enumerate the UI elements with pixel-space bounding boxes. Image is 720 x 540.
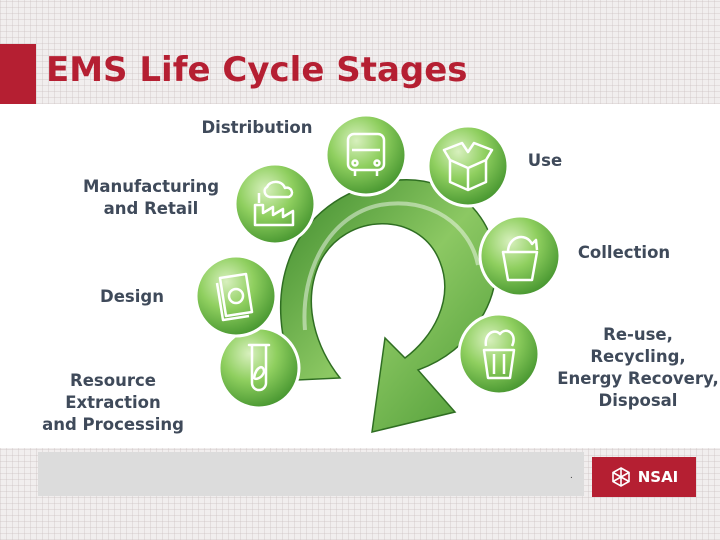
stage-label-design: Design — [100, 287, 164, 306]
page-title: EMS Life Cycle Stages — [46, 50, 468, 90]
nsai-logo: NSAI — [592, 457, 696, 497]
stage-label-use: Use — [527, 151, 563, 170]
collection-bin-icon — [501, 235, 539, 282]
title-accent-bar — [0, 44, 36, 104]
open-box-icon — [442, 141, 494, 192]
stage-circle-use — [426, 124, 510, 208]
footer-dot: . — [570, 470, 573, 481]
stage-circle-collection — [478, 214, 562, 298]
stage-circle-design — [194, 254, 278, 338]
nsai-logo-mark — [611, 467, 630, 487]
design-document-icon — [215, 272, 254, 322]
stage-label-distribution: Distribution — [201, 118, 313, 137]
recycle-bin-icon — [482, 329, 516, 380]
factory-icon — [253, 180, 295, 227]
test-tube-leaf-icon — [247, 343, 271, 392]
stage-label-reuse-recycling: Re-use, Recycling, Energy Recovery, Disp… — [557, 325, 719, 410]
bus-icon — [346, 132, 386, 176]
stage-circle-distribution — [324, 113, 408, 197]
footer-bar — [38, 452, 584, 496]
stage-label-resource-extraction: Resource Extraction and Processing — [42, 371, 184, 434]
nsai-logo-text: NSAI — [637, 468, 679, 486]
stage-label-collection: Collection — [577, 243, 671, 262]
stage-circle-reuse-recycling — [457, 312, 541, 396]
stage-circle-manufacturing — [233, 162, 317, 246]
header-band — [0, 0, 720, 104]
stage-label-manufacturing: Manufacturing and Retail — [82, 177, 220, 218]
